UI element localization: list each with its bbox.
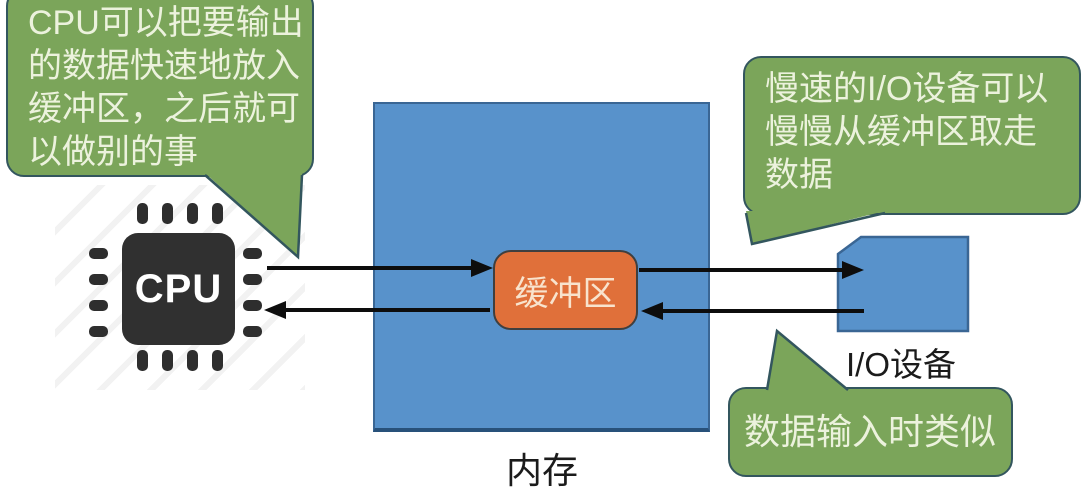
buffer-label: 缓冲区 — [514, 274, 617, 313]
input-note-bubble: 数据输入时类似 — [728, 387, 1013, 477]
cpu-label: CPU — [134, 266, 223, 311]
cpu-pin — [137, 203, 148, 224]
cpu-pin — [89, 248, 108, 259]
cpu-pin — [243, 300, 262, 311]
cpu-pin — [243, 326, 262, 337]
cpu-pin — [162, 350, 173, 371]
io-device-label: I/O设备 — [845, 346, 956, 383]
memory-label: 内存 — [505, 450, 578, 489]
cpu-chip-icon: CPU — [86, 198, 268, 378]
input-note-text: 数据输入时类似 — [744, 411, 997, 452]
cpu-pin — [89, 300, 108, 311]
io-note-bubble-tail — [744, 211, 886, 246]
cpu-pin — [137, 350, 148, 371]
cpu-pin — [243, 274, 262, 285]
cpu-pin — [243, 248, 262, 259]
cpu-pins-right — [243, 248, 262, 337]
cpu-pin — [187, 203, 198, 224]
cpu-pins-bottom — [137, 350, 223, 371]
io-note-bubble: 慢速的I/O设备可以 慢慢从缓冲区取走 数据 — [743, 56, 1081, 215]
cpu-pin — [212, 350, 223, 371]
cpu-pin — [89, 326, 108, 337]
io-note-text: 慢速的I/O设备可以 慢慢从缓冲区取走 数据 — [765, 70, 1049, 194]
cpu-pins-left — [89, 248, 108, 337]
cpu-pins-top — [137, 203, 223, 224]
cpu-note-text: CPU可以把要输出 的数据快速地放入 缓冲区，之后就可 以做别的事 — [28, 4, 304, 171]
cpu-note-bubble: CPU可以把要输出 的数据快速地放入 缓冲区，之后就可 以做别的事 — [6, 0, 314, 177]
cpu-chip-body: CPU — [122, 233, 235, 345]
buffer-box: 缓冲区 — [493, 250, 638, 330]
cpu-pin — [212, 203, 223, 224]
io-device-shape — [836, 235, 970, 333]
cpu-pin — [187, 350, 198, 371]
cpu-pin — [89, 274, 108, 285]
cpu-pin — [162, 203, 173, 224]
